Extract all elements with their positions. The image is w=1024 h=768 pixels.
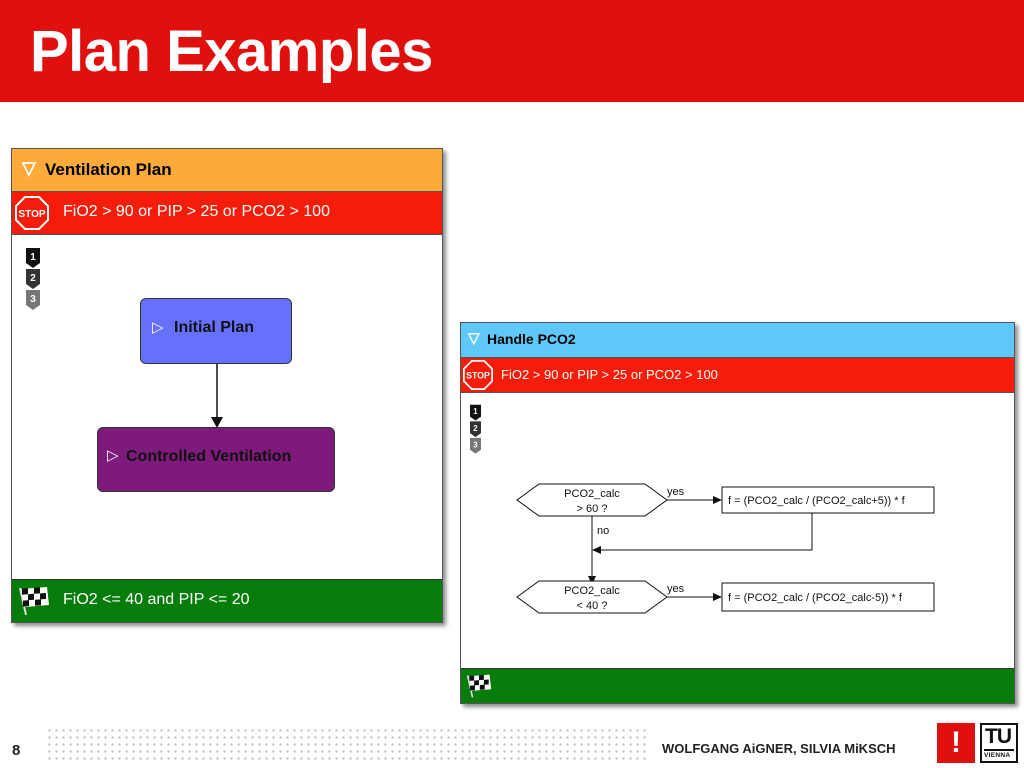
controlled-ventilation-node[interactable]: ▷ Controlled Ventilation bbox=[97, 427, 335, 492]
handle-pco2-panel: ▽ Handle PCO2 STOP FiO2 > 90 or PIP > 25… bbox=[460, 322, 1015, 704]
decision-1-line1: PCO2_calc bbox=[564, 488, 620, 500]
step-badge-3: 3 bbox=[30, 294, 36, 305]
tu-vienna-logo: TU VIENNA bbox=[980, 723, 1018, 763]
checkered-flag-icon bbox=[466, 674, 492, 698]
action-2-label: f = (PCO2_calc / (PCO2_calc-5)) * f bbox=[728, 592, 903, 604]
decision-2-line1: PCO2_calc bbox=[564, 585, 620, 597]
footer-dot-pattern bbox=[46, 727, 646, 761]
sequence-arrow bbox=[211, 363, 223, 428]
title-banner: Plan Examples bbox=[0, 0, 1024, 102]
action-2 bbox=[721, 582, 935, 612]
controlled-ventilation-label: Controlled Ventilation bbox=[126, 448, 292, 465]
initial-plan-label: Initial Plan bbox=[174, 319, 255, 336]
ventilation-abort-condition: FiO2 > 90 or PIP > 25 or PCO2 > 100 bbox=[63, 203, 330, 220]
play-icon[interactable]: ▷ bbox=[107, 447, 119, 464]
stop-sign-icon: STOP bbox=[15, 196, 49, 230]
step-order-icon: 1 2 3 bbox=[469, 404, 482, 454]
action-1 bbox=[721, 486, 935, 514]
pco2-goal-bar bbox=[461, 668, 1014, 703]
pco2-flowchart: PCO2_calc > 60 ? yes f = (PCO2_calc / (P… bbox=[516, 483, 935, 614]
step-order-icon: 1 2 3 bbox=[26, 248, 40, 310]
slide-title: Plan Examples bbox=[30, 19, 433, 84]
action-1-label: f = (PCO2_calc / (PCO2_calc+5)) * f bbox=[728, 495, 906, 507]
step-badge-3: 3 bbox=[473, 440, 478, 449]
yes-label-1: yes bbox=[667, 486, 685, 498]
ventilation-goal-bar: FiO2 <= 40 and PIP <= 20 bbox=[12, 579, 442, 622]
checkered-flag-icon bbox=[19, 587, 49, 616]
stop-sign-icon: STOP bbox=[463, 360, 493, 390]
svg-text:STOP: STOP bbox=[18, 209, 45, 220]
step-badge-2: 2 bbox=[473, 424, 478, 433]
ventilation-plan-panel: ▽ Ventilation Plan STOP FiO2 > 90 or PIP… bbox=[11, 148, 443, 623]
triangle-down-icon[interactable]: ▽ bbox=[22, 158, 36, 178]
svg-text:STOP: STOP bbox=[466, 371, 490, 381]
decision-1-line2: > 60 ? bbox=[577, 503, 608, 515]
handle-pco2-title: Handle PCO2 bbox=[487, 331, 576, 347]
page-number: 8 bbox=[12, 742, 21, 759]
step-badge-1: 1 bbox=[30, 252, 36, 263]
ventilation-plan-header[interactable]: ▽ Ventilation Plan bbox=[12, 149, 442, 192]
tu-logo-text: TU bbox=[985, 725, 1012, 748]
triangle-down-icon[interactable]: ▽ bbox=[468, 330, 480, 347]
play-icon[interactable]: ▷ bbox=[152, 319, 164, 336]
yes-label-2: yes bbox=[667, 583, 685, 595]
ventilation-plan-title: Ventilation Plan bbox=[45, 160, 172, 179]
no-label: no bbox=[597, 525, 609, 537]
step-badge-1: 1 bbox=[473, 407, 478, 416]
authors-label: WOLFGANG AiGNER, SILVIA MiKSCH bbox=[662, 741, 896, 756]
exclamation-logo-icon: ! bbox=[937, 723, 975, 763]
decision-2-line2: < 40 ? bbox=[577, 600, 608, 612]
tu-logo-vienna: VIENNA bbox=[984, 752, 1011, 759]
ventilation-abort-bar: STOP FiO2 > 90 or PIP > 25 or PCO2 > 100 bbox=[12, 192, 442, 235]
initial-plan-node[interactable]: ▷ Initial Plan bbox=[140, 298, 292, 364]
pco2-abort-condition: FiO2 > 90 or PIP > 25 or PCO2 > 100 bbox=[501, 367, 718, 382]
handle-pco2-header[interactable]: ▽ Handle PCO2 bbox=[461, 323, 1014, 358]
pco2-abort-bar: STOP FiO2 > 90 or PIP > 25 or PCO2 > 100 bbox=[461, 358, 1014, 393]
step-badge-2: 2 bbox=[30, 273, 36, 284]
ventilation-goal-condition: FiO2 <= 40 and PIP <= 20 bbox=[63, 591, 250, 608]
tu-logo-divider bbox=[984, 749, 1014, 751]
